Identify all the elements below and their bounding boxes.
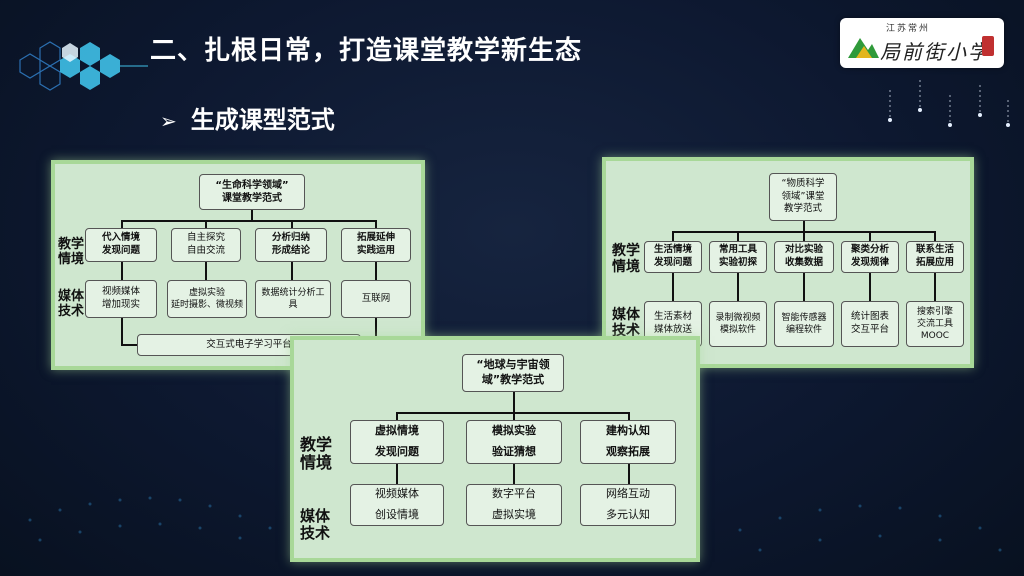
panel-life-science: “生命科学领域” 课堂教学范式 教学 情境 媒体 技术 代入情境 发现问题 自主… [51, 160, 425, 370]
earth-media-label: 媒体 技术 [300, 507, 331, 543]
earth-media-2: 数字平台 虚拟实境 [466, 484, 562, 526]
panel-earth-universe: “地球与宇宙领 域”教学范式 教学 情境 媒体 技术 虚拟情境 发现问题 模拟实… [290, 336, 700, 562]
life-media-2: 虚拟实验 延时摄影、微视频 [167, 280, 247, 318]
life-media-label: 媒体 技术 [58, 289, 85, 319]
seal-icon [982, 36, 994, 56]
particle-wave-decoration [28, 496, 1002, 552]
earth-top-box: “地球与宇宙领 域”教学范式 [462, 354, 564, 392]
subtitle-text: 生成课型范式 [190, 106, 335, 134]
mountain-logo-icon [848, 38, 879, 58]
logo-small-text: 江苏常州 [886, 24, 931, 34]
matter-media-2: 录制微视频 模拟软件 [709, 301, 767, 347]
dotted-network-decoration [888, 80, 1010, 127]
matter-step-2: 常用工具 实验初探 [709, 241, 767, 273]
arrow-bullet-icon: ➢ [160, 109, 177, 133]
life-media-4: 互联网 [341, 280, 411, 318]
matter-media-5: 搜索引擎 交流工具 MOOC [906, 301, 964, 347]
life-step-1: 代入情境 发现问题 [85, 228, 157, 262]
earth-teaching-label: 教学 情境 [300, 435, 333, 473]
matter-step-5: 联系生活 拓展应用 [906, 241, 964, 273]
school-logo: 江苏常州 局前街小学 [840, 18, 1004, 68]
earth-media-1: 视频媒体 创设情境 [350, 484, 444, 526]
matter-step-3: 对比实验 收集数据 [774, 241, 834, 273]
matter-media-4: 统计图表 交互平台 [841, 301, 899, 347]
life-step-2: 自主探究 自由交流 [171, 228, 241, 262]
earth-step-2: 模拟实验 验证猜想 [466, 420, 562, 464]
life-media-3: 数据统计分析工 具 [255, 280, 331, 318]
matter-media-3: 智能传感器 编程软件 [774, 301, 834, 347]
matter-top-box: “物质科学 领域”课堂 教学范式 [769, 173, 837, 221]
matter-step-4: 聚类分析 发现规律 [841, 241, 899, 273]
earth-media-3: 网络互动 多元认知 [580, 484, 676, 526]
hexagon-cluster-icon [19, 41, 148, 91]
matter-step-1: 生活情境 发现问题 [644, 241, 702, 273]
matter-teaching-label: 教学 情境 [612, 243, 640, 276]
logo-main-text: 局前街小学 [880, 40, 990, 64]
life-top-box: “生命科学领域” 课堂教学范式 [199, 174, 305, 210]
section-subtitle: ➢ 生成课型范式 [160, 100, 335, 135]
earth-step-1: 虚拟情境 发现问题 [350, 420, 444, 464]
life-step-4: 拓展延伸 实践运用 [341, 228, 411, 262]
earth-step-3: 建构认知 观察拓展 [580, 420, 676, 464]
page-title: 二、扎根日常，打造课堂教学新生态 [150, 36, 583, 66]
panel-matter-science: “物质科学 领域”课堂 教学范式 教学 情境 媒体 技术 生活情境 发现问题 常… [602, 157, 974, 368]
life-media-1: 视频媒体 增加现实 [85, 280, 157, 318]
life-step-3: 分析归纳 形成结论 [255, 228, 327, 262]
matter-media-label: 媒体 技术 [612, 307, 640, 340]
life-teaching-label: 教学 情境 [58, 237, 85, 267]
